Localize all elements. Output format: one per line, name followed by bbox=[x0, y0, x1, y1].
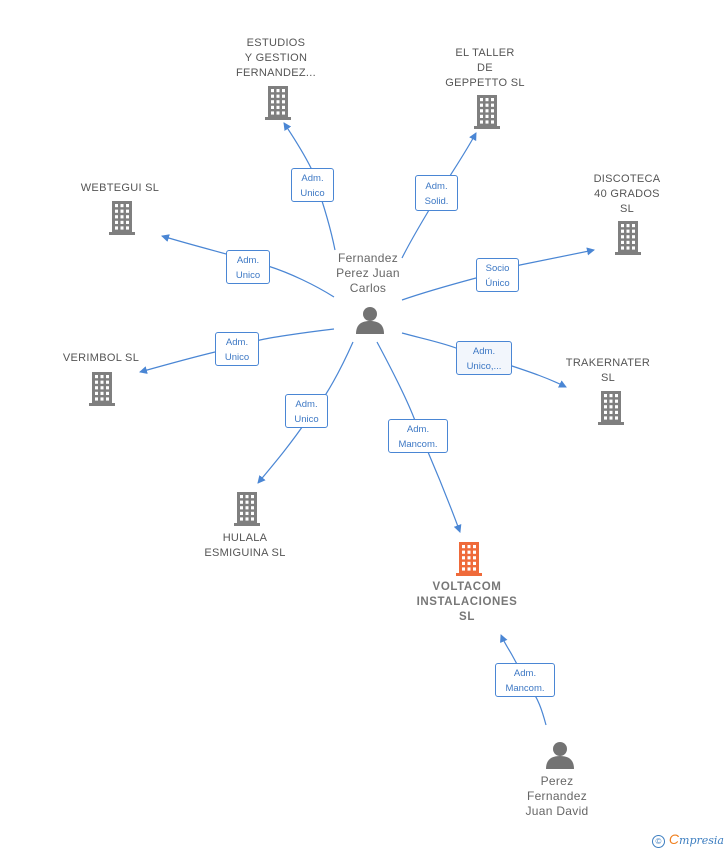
role-badge-trakernater[interactable]: Adm. Unico,... bbox=[456, 341, 512, 375]
building-icon-verimbol[interactable] bbox=[89, 372, 115, 406]
role-badge-hulala[interactable]: Adm. Unico bbox=[285, 394, 328, 428]
role-badge-discoteca[interactable]: Socio Único bbox=[476, 258, 519, 292]
company-label-hulala[interactable]: HULALA ESMIGUINA SL bbox=[204, 532, 286, 559]
company-label-webtegui[interactable]: WEBTEGUI SL bbox=[80, 182, 160, 194]
building-icon-estudios[interactable] bbox=[265, 86, 291, 120]
building-icon-taller[interactable] bbox=[474, 95, 500, 129]
empresia-brand: mpresia bbox=[679, 834, 724, 848]
role-badge-voltacom[interactable]: Adm. Mancom. bbox=[388, 419, 448, 453]
role-badge-verimbol[interactable]: Adm. Unico bbox=[215, 332, 259, 366]
company-label-trakernater[interactable]: TRAKERNATER SL bbox=[565, 357, 651, 384]
person-label-second[interactable]: Perez Fernandez Juan David bbox=[525, 774, 589, 818]
company-label-estudios[interactable]: ESTUDIOS Y GESTION FERNANDEZ... bbox=[236, 37, 316, 79]
building-icon-webtegui[interactable] bbox=[109, 201, 135, 235]
empresia-logo-initial: C bbox=[668, 831, 680, 848]
company-label-verimbol[interactable]: VERIMBOL SL bbox=[62, 352, 140, 364]
role-badge-second-person[interactable]: Adm. Mancom. bbox=[495, 663, 555, 697]
building-icon-discoteca[interactable] bbox=[615, 221, 641, 255]
building-icon-hulala[interactable] bbox=[234, 492, 260, 526]
company-label-taller[interactable]: EL TALLER DE GEPPETTO SL bbox=[445, 47, 525, 89]
role-badge-taller[interactable]: Adm. Solid. bbox=[415, 175, 458, 211]
building-icon-trakernater[interactable] bbox=[598, 391, 624, 425]
company-label-discoteca[interactable]: DISCOTECA 40 GRADOS SL bbox=[593, 173, 661, 215]
company-label-voltacom[interactable]: VOLTACOM INSTALACIONES SL bbox=[416, 581, 518, 623]
person-icon-second[interactable] bbox=[546, 742, 574, 769]
empresia-credit: ©Cmpresia bbox=[651, 831, 724, 848]
building-icon-voltacom[interactable] bbox=[456, 542, 482, 576]
person-icon-center[interactable] bbox=[356, 307, 384, 334]
role-badge-estudios[interactable]: Adm. Unico bbox=[291, 168, 334, 202]
copyright-icon: © bbox=[651, 835, 665, 848]
person-label-center[interactable]: Fernandez Perez Juan Carlos bbox=[336, 251, 400, 295]
role-badge-webtegui[interactable]: Adm. Unico bbox=[226, 250, 270, 284]
